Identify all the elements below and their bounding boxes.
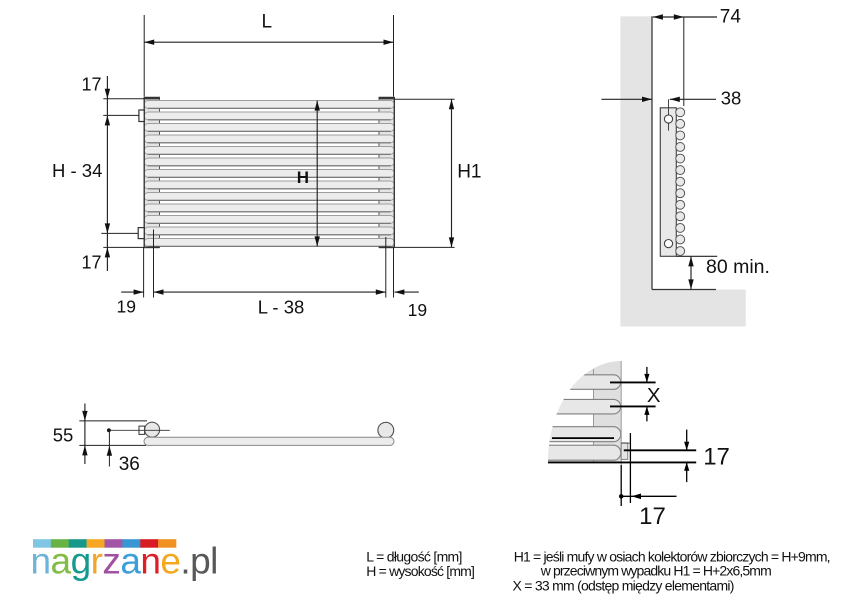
svg-text:38: 38: [721, 88, 742, 109]
svg-text:H - 34: H - 34: [52, 160, 102, 181]
svg-text:19: 19: [408, 300, 427, 320]
svg-text:17: 17: [703, 444, 730, 471]
svg-text:17: 17: [81, 252, 101, 272]
svg-text:L: L: [262, 12, 273, 33]
svg-text:X = 33 mm (odstęp między eleme: X = 33 mm (odstęp między elementami): [513, 578, 734, 594]
svg-text:80 min.: 80 min.: [706, 256, 770, 278]
svg-text:H = wysokość [mm]: H = wysokość [mm]: [366, 563, 474, 579]
svg-text:17: 17: [81, 75, 101, 95]
svg-text:H1: H1: [457, 162, 481, 183]
svg-text:36: 36: [119, 454, 140, 475]
svg-text:L = długość [mm]: L = długość [mm]: [366, 549, 461, 565]
svg-text:19: 19: [117, 296, 136, 316]
svg-text:nagrzane.pl: nagrzane.pl: [31, 541, 218, 582]
svg-text:74: 74: [720, 6, 742, 27]
svg-text:L - 38: L - 38: [258, 297, 305, 318]
svg-text:17: 17: [639, 503, 666, 530]
svg-text:55: 55: [53, 424, 74, 445]
svg-text:H: H: [297, 168, 309, 187]
svg-text:X: X: [647, 384, 661, 407]
svg-text:H1 = jeśli mufy w osiach kolek: H1 = jeśli mufy w osiach kolektorów zbio…: [514, 548, 830, 564]
svg-text:w przeciwnym wypadku H1 = H+2x: w przeciwnym wypadku H1 = H+2x6,5mm: [540, 563, 771, 579]
